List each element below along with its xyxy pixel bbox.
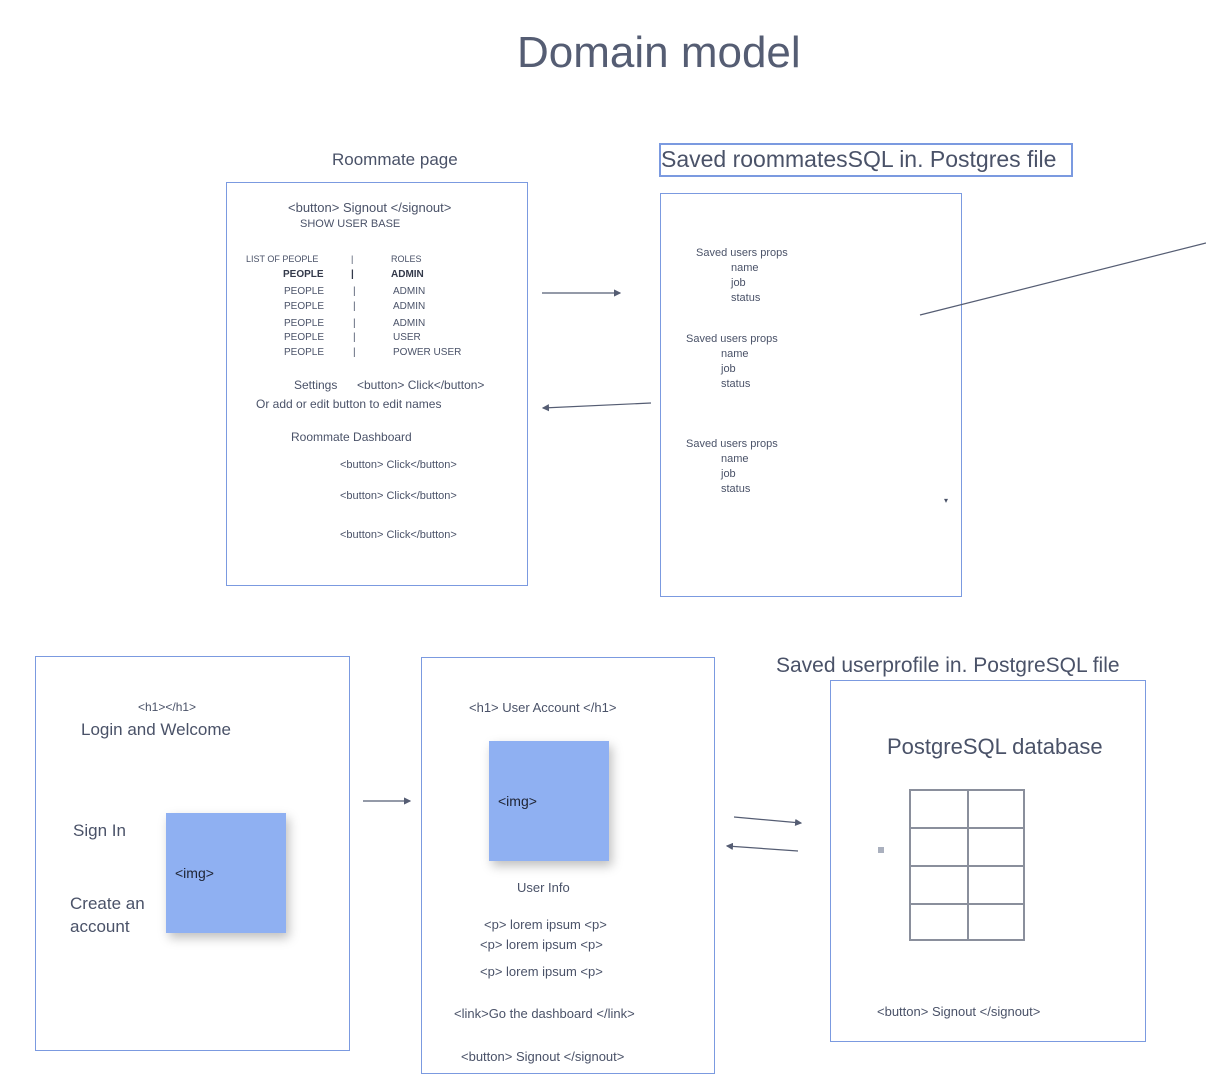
list-header-sep: |	[351, 254, 354, 264]
user-account-frame: <h1> User Account </h1> <img> User Info …	[421, 657, 715, 1074]
list-row-sep: |	[353, 347, 356, 358]
edit-names-note: Or add or edit button to edit names	[256, 397, 442, 411]
user-info-label: User Info	[517, 880, 570, 895]
list-row-sep: |	[351, 269, 354, 280]
roommate-dashboard-label: Roommate Dashboard	[291, 430, 412, 444]
create-account-link-line2[interactable]: account	[70, 917, 130, 936]
list-row-left: PEOPLE	[284, 301, 325, 312]
roommate-page-frame: <button> Signout </signout> SHOW USER BA…	[226, 182, 528, 586]
account-image-label: <img>	[498, 793, 537, 809]
saved-roommates-frame: Saved users props name job status Saved …	[660, 193, 962, 597]
list-row-left: PEOPLE	[284, 286, 325, 297]
list-row-right: ADMIN	[393, 286, 426, 297]
page-title: Domain model	[517, 28, 801, 77]
lorem-paragraph: <p> lorem ipsum <p>	[480, 964, 603, 979]
saved-field: name	[721, 348, 749, 360]
list-row-right: ADMIN	[393, 301, 426, 312]
saved-field: status	[721, 483, 751, 495]
profile-signout-button[interactable]: <button> Signout </signout>	[877, 1004, 1041, 1019]
saved-profile-frame: PostgreSQL database <button> Signout </s…	[830, 680, 1146, 1042]
list-row-sep: |	[353, 332, 356, 343]
arrow-account-to-profile	[733, 816, 803, 827]
sign-in-link[interactable]: Sign In	[73, 821, 126, 840]
list-row-right: ADMIN	[393, 318, 426, 329]
saved-field: job	[731, 277, 746, 289]
list-row-left: PEOPLE	[284, 318, 325, 329]
saved-field: name	[721, 453, 749, 465]
db-table-grid	[909, 789, 1025, 941]
saved-field: job	[721, 363, 736, 375]
postgres-db-title: PostgreSQL database	[887, 734, 1103, 759]
roommate-page-heading: Roommate page	[332, 150, 458, 169]
arrow-profile-to-account	[725, 842, 799, 852]
dashboard-click-button[interactable]: <button> Click</button>	[340, 490, 457, 502]
list-row-sep: |	[353, 301, 356, 312]
db-dot-icon	[878, 847, 884, 853]
list-row-right: POWER USER	[393, 347, 462, 358]
create-account-link[interactable]: Create an	[70, 894, 145, 913]
list-header-left: LIST OF PEOPLE	[246, 254, 319, 264]
login-welcome-title: Login and Welcome	[81, 720, 231, 739]
user-account-h1: <h1> User Account </h1>	[469, 700, 617, 715]
login-page-frame: <h1></h1> Login and Welcome Sign In Crea…	[35, 656, 350, 1051]
saved-field: status	[731, 292, 761, 304]
saved-group-title: Saved users props	[686, 438, 778, 450]
connector-line-offpage	[919, 242, 1206, 316]
dashboard-click-button[interactable]: <button> Click</button>	[340, 529, 457, 541]
login-image-placeholder: <img>	[166, 813, 286, 933]
saved-field: job	[721, 468, 736, 480]
arrow-saved-to-roommate	[541, 402, 652, 412]
saved-roommates-heading: Saved roommatesSQL in. Postgres file	[659, 143, 1073, 177]
saved-field: name	[731, 262, 759, 274]
settings-click-button[interactable]: <button> Click</button>	[357, 378, 485, 392]
list-row-left: PEOPLE	[284, 347, 325, 358]
list-row-sep: |	[353, 318, 356, 329]
roommate-signout-button[interactable]: <button> Signout </signout>	[288, 200, 452, 215]
grid-divider	[911, 865, 1023, 867]
grid-divider	[911, 903, 1023, 905]
scroll-marker-icon: ▾	[944, 496, 949, 505]
saved-group-title: Saved users props	[686, 333, 778, 345]
login-h1-tag: <h1></h1>	[138, 700, 197, 714]
dashboard-link[interactable]: <link>Go the dashboard </link>	[454, 1006, 635, 1021]
dashboard-click-button[interactable]: <button> Click</button>	[340, 459, 457, 471]
saved-group-title: Saved users props	[696, 247, 788, 259]
list-row-right: ADMIN	[391, 269, 424, 280]
show-user-base-label: SHOW USER BASE	[300, 218, 401, 230]
saved-profile-heading: Saved userprofile in. PostgreSQL file	[776, 654, 1120, 677]
account-signout-button[interactable]: <button> Signout </signout>	[461, 1049, 625, 1064]
lorem-paragraph: <p> lorem ipsum <p>	[484, 917, 607, 932]
lorem-paragraph: <p> lorem ipsum <p>	[480, 937, 603, 952]
login-image-label: <img>	[175, 865, 214, 881]
account-image-placeholder: <img>	[489, 741, 609, 861]
settings-label: Settings	[294, 378, 338, 392]
list-row-sep: |	[353, 286, 356, 297]
list-row-left: PEOPLE	[283, 269, 324, 280]
saved-field: status	[721, 378, 751, 390]
grid-divider	[911, 827, 1023, 829]
list-row-left: PEOPLE	[284, 332, 325, 343]
list-header-right: ROLES	[391, 254, 422, 264]
list-row-right: USER	[393, 332, 421, 343]
